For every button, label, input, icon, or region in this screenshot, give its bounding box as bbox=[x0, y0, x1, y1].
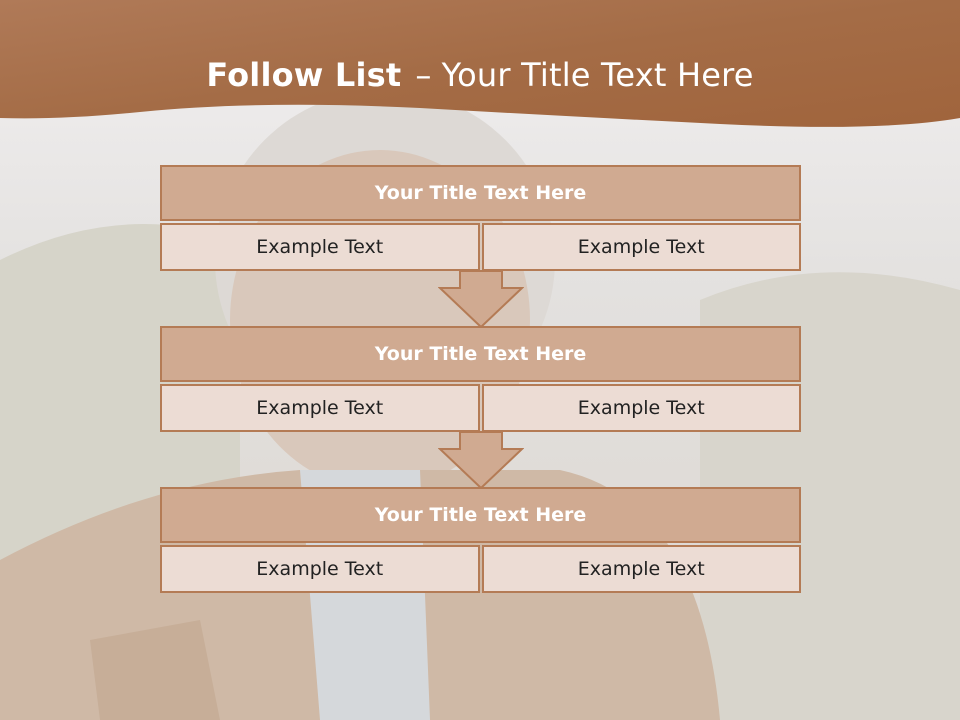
block-cell-right: Example Text bbox=[481, 545, 801, 593]
down-arrow-icon bbox=[438, 270, 524, 328]
block-cell-right: Example Text bbox=[481, 223, 801, 271]
slide-title-rest: Your Title Text Here bbox=[441, 56, 754, 94]
list-block-1: Your Title Text Here Example Text Exampl… bbox=[160, 165, 801, 271]
block-title: Your Title Text Here bbox=[160, 487, 801, 543]
block-row: Example Text Example Text bbox=[160, 223, 801, 271]
slide-title: Follow List–Your Title Text Here bbox=[0, 56, 960, 94]
list-block-3: Your Title Text Here Example Text Exampl… bbox=[160, 487, 801, 593]
block-cell-right: Example Text bbox=[481, 384, 801, 432]
block-title: Your Title Text Here bbox=[160, 165, 801, 221]
block-cell-left: Example Text bbox=[160, 223, 480, 271]
block-row: Example Text Example Text bbox=[160, 384, 801, 432]
slide-title-bold: Follow List bbox=[206, 56, 402, 94]
list-block-2: Your Title Text Here Example Text Exampl… bbox=[160, 326, 801, 432]
block-title: Your Title Text Here bbox=[160, 326, 801, 382]
header-band bbox=[0, 0, 960, 127]
block-cell-left: Example Text bbox=[160, 384, 480, 432]
down-arrow-icon bbox=[438, 431, 524, 489]
slide-title-dash: – bbox=[415, 56, 432, 94]
block-cell-left: Example Text bbox=[160, 545, 480, 593]
block-row: Example Text Example Text bbox=[160, 545, 801, 593]
